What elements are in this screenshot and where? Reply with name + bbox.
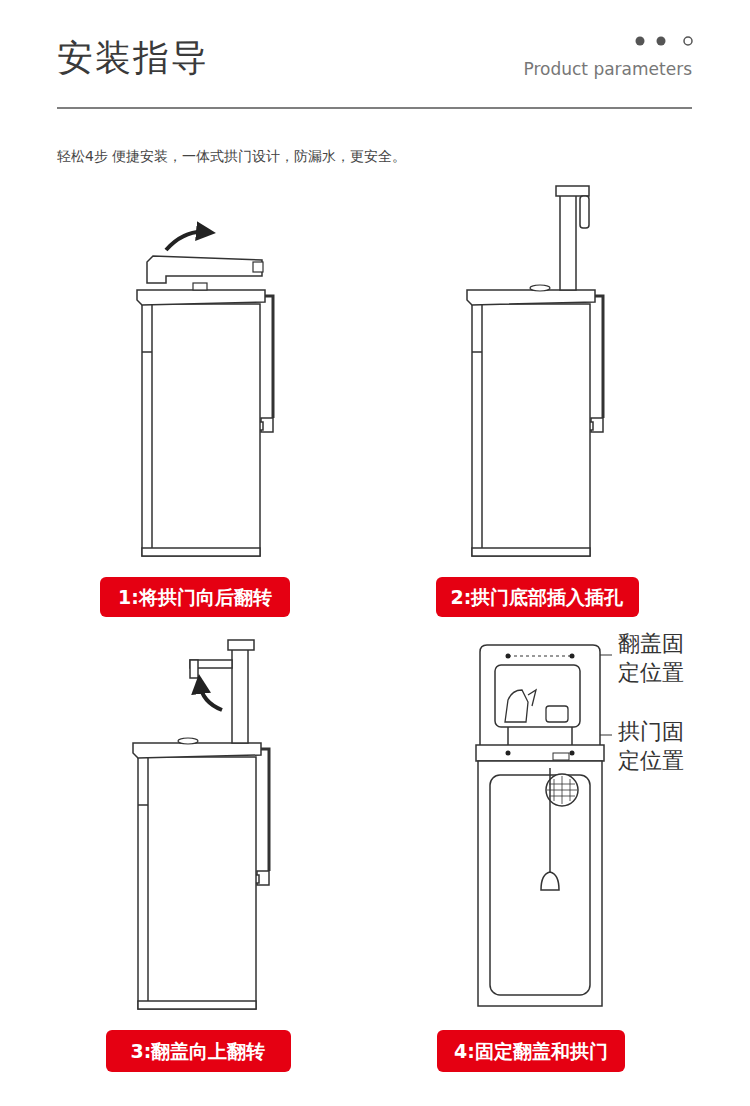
page-title: 安装指导 (57, 36, 209, 79)
cabinet-side-view (133, 743, 269, 1009)
step-text: 1:将拱门向后翻转 (118, 586, 272, 609)
fix-point (506, 751, 511, 756)
arch-cap (556, 186, 589, 196)
float-rod (549, 768, 551, 872)
dot (657, 37, 666, 46)
step-label: 2:拱门底部插入插孔 (436, 577, 639, 617)
fix-point (570, 751, 575, 756)
rotate-arrow (200, 684, 222, 710)
arch-column (232, 646, 248, 743)
arch-column (560, 192, 576, 290)
fix-point (570, 654, 575, 659)
cup (546, 706, 568, 722)
arch-frame (480, 645, 600, 745)
dot (684, 37, 692, 45)
arch-folded (147, 256, 262, 283)
fan (546, 774, 578, 806)
intro-note: 轻松4步 便捷安装，一体式拱门设计，防漏水，更安全。 (57, 148, 406, 165)
spout (580, 196, 589, 228)
cabinet-side-view (467, 290, 603, 556)
socket-knob (530, 285, 550, 291)
counter-top (476, 745, 604, 761)
subtitle: Product parameters (523, 59, 692, 79)
cabinet-door (490, 775, 590, 995)
cabinet-side-view (137, 290, 273, 556)
fix-point (506, 654, 511, 659)
step-label: 3:翻盖向上翻转 (106, 1030, 291, 1072)
step-label: 1:将拱门向后翻转 (100, 577, 290, 617)
header-rule (57, 107, 692, 109)
step-text: 2:拱门底部插入插孔 (451, 586, 624, 609)
fan-grille (547, 776, 577, 804)
float (541, 872, 559, 890)
rotate-arrow (166, 232, 206, 250)
leader-line (600, 655, 612, 735)
spout-tip (253, 262, 263, 272)
socket-knob (178, 738, 198, 744)
step-label: 4:固定翻盖和拱门 (437, 1030, 625, 1072)
step-text: 4:固定翻盖和拱门 (454, 1040, 608, 1063)
callout-label: 拱门固 定位置 (618, 718, 694, 775)
socket-knob (193, 283, 207, 290)
lid-line (508, 656, 572, 657)
step-text: 3:翻盖向上翻转 (131, 1040, 266, 1063)
cabinet-body (478, 761, 602, 1006)
kettle (505, 690, 536, 722)
dot (636, 37, 645, 46)
arch-legs (508, 727, 572, 745)
spout (190, 660, 198, 678)
arch-window (495, 665, 580, 727)
arch-cap (228, 640, 254, 650)
callout-label: 翻盖固 定位置 (618, 630, 694, 687)
display (553, 753, 569, 760)
